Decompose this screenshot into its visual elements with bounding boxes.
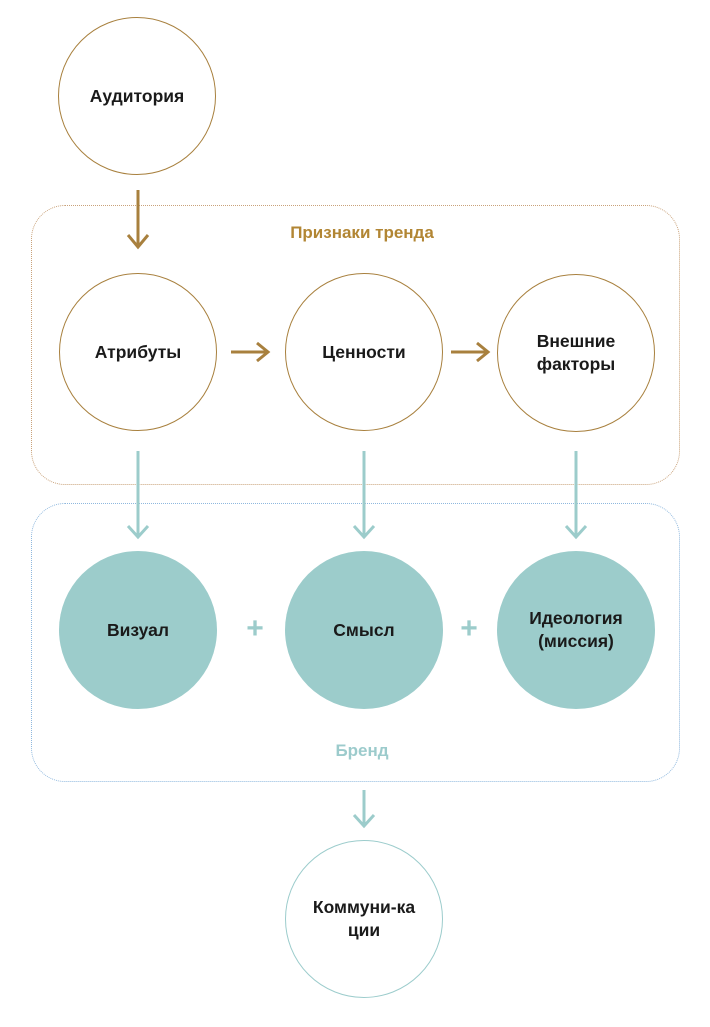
brand-group xyxy=(31,503,680,782)
brand-label: Бренд xyxy=(335,741,389,760)
communications-label: Коммуни-кации xyxy=(312,897,416,940)
attributes-label: Атрибуты xyxy=(94,341,182,362)
meaning-label: Смысл xyxy=(333,619,395,640)
external-factors-node: Внешние факторы xyxy=(497,274,655,432)
values-node: Ценности xyxy=(285,273,443,431)
attributes-node: Атрибуты xyxy=(59,273,217,431)
external-factors-label: Внешние факторы xyxy=(536,331,616,374)
communications-node: Коммуни-кации xyxy=(285,840,443,998)
plus-sign: + xyxy=(246,612,264,645)
visual-label: Визуал xyxy=(106,619,169,640)
plus-sign: + xyxy=(460,612,478,645)
visual-node: Визуал xyxy=(59,551,217,709)
values-label: Ценности xyxy=(322,341,406,362)
trend-signs-group xyxy=(31,205,680,485)
meaning-node: Смысл xyxy=(285,551,443,709)
arrow-brand-to-communications xyxy=(352,790,376,829)
audience-node: Аудитория xyxy=(58,17,216,175)
trend-signs-label: Признаки тренда xyxy=(290,223,434,242)
audience-label: Аудитория xyxy=(89,85,185,106)
ideology-label: Идеология (миссия) xyxy=(529,608,623,651)
ideology-node: Идеология (миссия) xyxy=(497,551,655,709)
